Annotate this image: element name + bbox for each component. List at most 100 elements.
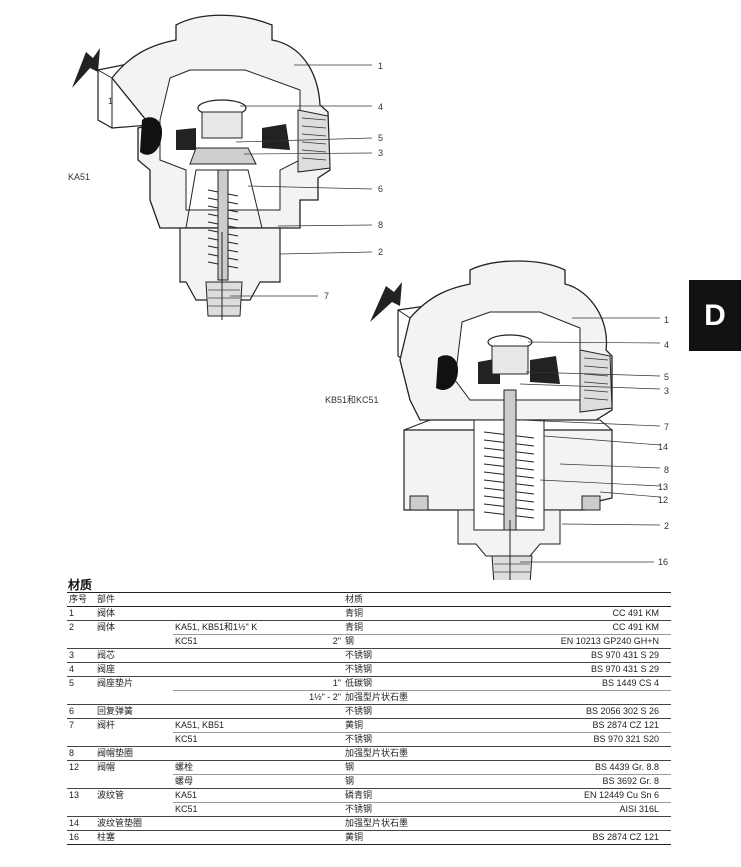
callout-4: 4 — [378, 102, 383, 112]
cell-model — [173, 662, 257, 677]
callout-3: 3 — [378, 148, 383, 158]
cell-material: 青铜 — [343, 606, 463, 621]
cell-no: 7 — [67, 718, 95, 733]
cell-standard — [463, 690, 671, 705]
cell-standard — [463, 816, 671, 831]
cell-part: 柱塞 — [95, 830, 173, 845]
cell-part — [95, 691, 173, 705]
cell-model: KC51 — [173, 732, 257, 747]
callout-13: 13 — [658, 482, 668, 492]
cell-material: 不锈钢 — [343, 662, 463, 677]
cell-part: 阀座垫片 — [95, 676, 173, 691]
cell-no: 5 — [67, 676, 95, 691]
cell-size — [257, 718, 343, 733]
cell-standard: BS 3692 Gr. 8 — [463, 774, 671, 789]
cell-part: 阀座 — [95, 662, 173, 677]
cell-no: 12 — [67, 760, 95, 775]
callout-2: 2 — [664, 521, 669, 531]
cell-model — [173, 704, 257, 719]
cell-no: 2 — [67, 620, 95, 635]
callout-5: 5 — [664, 372, 669, 382]
callout-12: 12 — [658, 495, 668, 505]
cell-part: 阀杆 — [95, 718, 173, 733]
cell-size — [257, 662, 343, 677]
cell-standard: EN 12449 Cu Sn 6 — [463, 788, 671, 803]
cell-no — [67, 691, 95, 705]
cell-model: 螺母 — [173, 774, 257, 789]
cell-size: 2" — [257, 634, 343, 649]
cell-no — [67, 803, 95, 817]
callout-8: 8 — [378, 220, 383, 230]
section-tab-d: D — [689, 280, 741, 351]
cell-model — [173, 816, 257, 831]
cell-material: 钢 — [343, 774, 463, 789]
cell-size — [257, 704, 343, 719]
cell-standard: BS 970 431 S 29 — [463, 662, 671, 677]
flow-arrow-icon — [370, 282, 402, 322]
cell-material: 黄铜 — [343, 830, 463, 845]
cell-no — [67, 775, 95, 789]
cell-no: 6 — [67, 704, 95, 719]
cell-size — [257, 760, 343, 775]
cell-size — [257, 746, 343, 761]
cell-size — [257, 648, 343, 663]
ka51-section-drawing: 1 1 4 5 3 6 8 2 7 — [72, 14, 383, 320]
callout-8: 8 — [664, 465, 669, 475]
cell-standard: BS 970 321 S20 — [463, 732, 671, 747]
cell-material: 不锈钢 — [343, 704, 463, 719]
cell-standard: BS 2056 302 S 26 — [463, 704, 671, 719]
cell-standard: EN 10213 GP240 GH+N — [463, 634, 671, 649]
cell-size — [257, 788, 343, 803]
cell-size — [257, 620, 343, 635]
cell-model — [173, 830, 257, 845]
header-material: 材质 — [343, 592, 463, 607]
kb51-kc51-callouts: 1 4 5 3 7 14 8 13 12 2 16 — [658, 315, 669, 567]
cell-material: 黄铜 — [343, 718, 463, 733]
cell-no: 16 — [67, 830, 95, 845]
cell-no — [67, 635, 95, 649]
cell-material: 钢 — [343, 634, 463, 649]
cell-standard: CC 491 KM — [463, 606, 671, 621]
callout-2: 2 — [378, 247, 383, 257]
cell-no: 1 — [67, 606, 95, 621]
cell-standard: AISI 316L — [463, 802, 671, 817]
cell-part: 波纹管 — [95, 788, 173, 803]
cell-material: 不锈钢 — [343, 802, 463, 817]
callout-4: 4 — [664, 340, 669, 350]
cell-part: 阀芯 — [95, 648, 173, 663]
cell-model — [173, 676, 257, 691]
cell-material: 青铜 — [343, 620, 463, 635]
inlet-symbol: 1 — [108, 96, 113, 106]
cell-model: 螺栓 — [173, 760, 257, 775]
cell-model — [173, 648, 257, 663]
cell-no: 3 — [67, 648, 95, 663]
cell-model — [173, 606, 257, 621]
cell-part — [95, 803, 173, 817]
cell-standard: BS 970 431 S 29 — [463, 648, 671, 663]
cell-model — [173, 746, 257, 761]
cell-size — [257, 802, 343, 817]
cell-model: KC51 — [173, 802, 257, 817]
cell-no: 14 — [67, 816, 95, 831]
cell-size — [257, 830, 343, 845]
cell-part: 阀帽垫圈 — [95, 746, 173, 761]
cell-part: 阀帽 — [95, 760, 173, 775]
cell-material: 加强型片状石墨 — [343, 746, 463, 761]
cell-standard: BS 2874 CZ 121 — [463, 830, 671, 845]
cell-material: 低碳钢 — [343, 676, 463, 691]
cell-no: 8 — [67, 746, 95, 761]
header-no: 序号 — [67, 592, 95, 607]
header-part: 部件 — [95, 592, 173, 607]
cell-size — [257, 774, 343, 789]
cell-part — [95, 775, 173, 789]
